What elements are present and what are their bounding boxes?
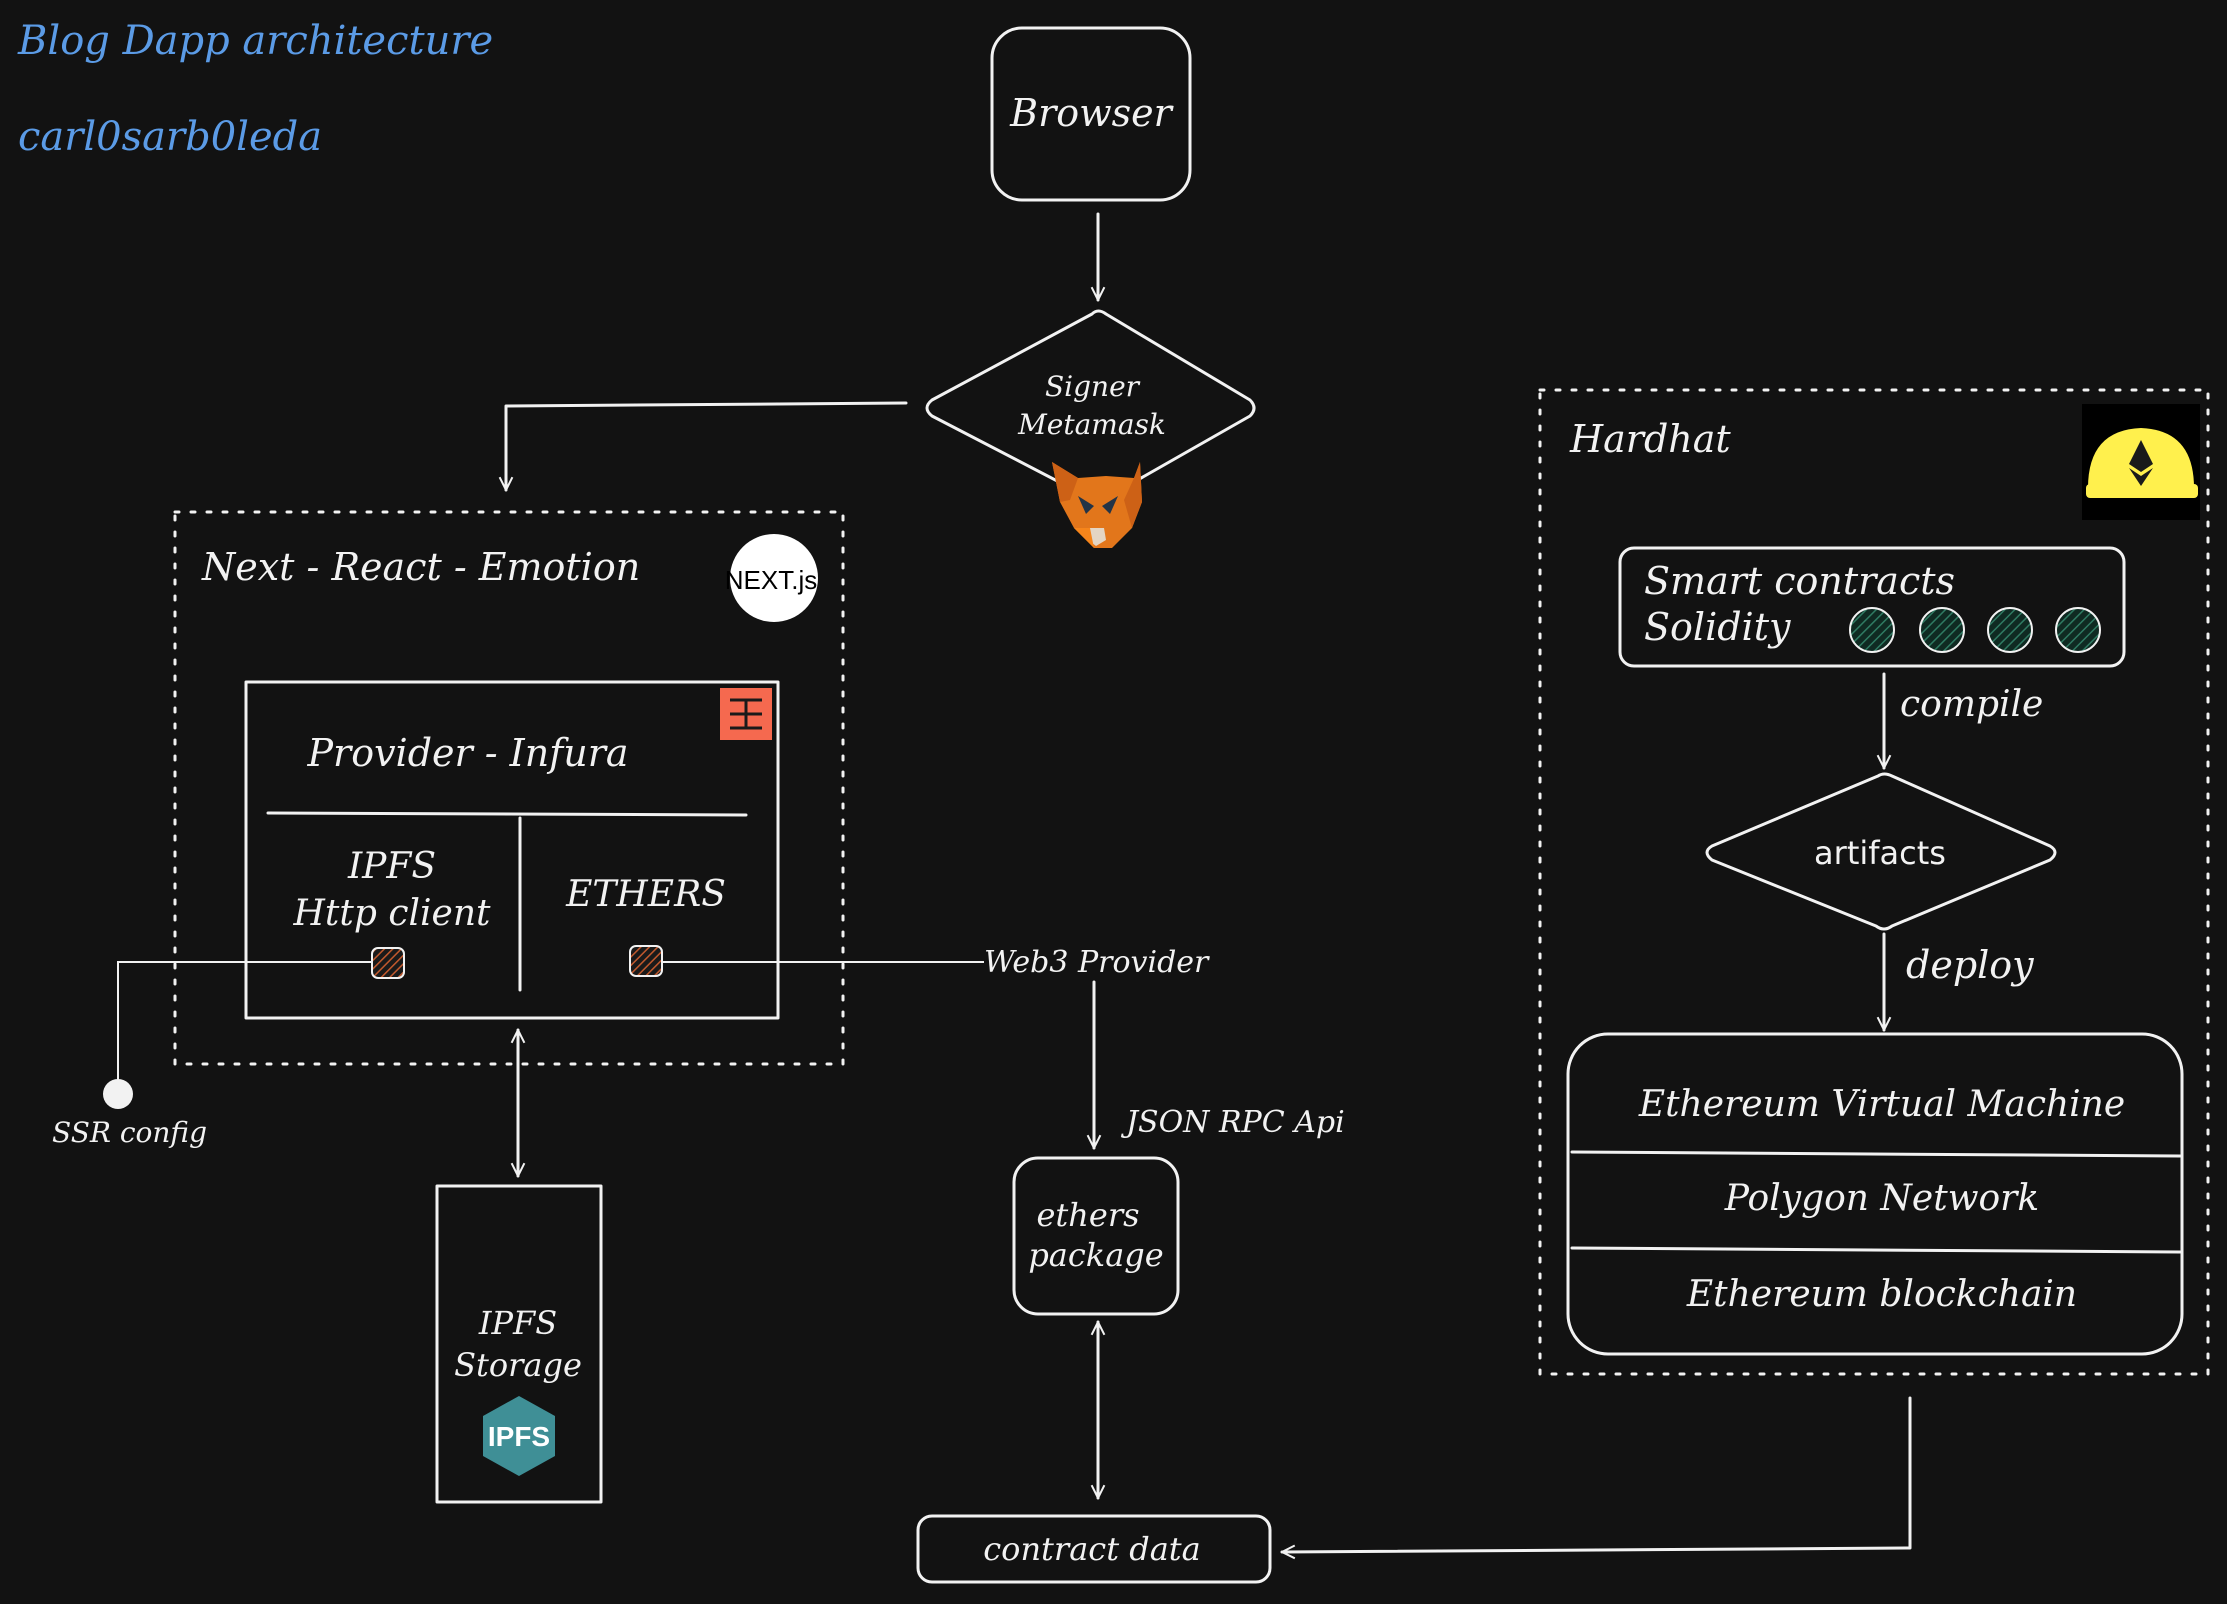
ipfs-client-port [371, 947, 405, 979]
provider-label: Provider - Infura [306, 731, 628, 775]
signer-label: Signer [1045, 370, 1141, 403]
contract-data-label: contract data [983, 1530, 1200, 1568]
hardhat-container: Hardhat [1538, 388, 2210, 1376]
ipfs-storage-label: IPFS [478, 1304, 557, 1342]
author-label: carl0sarb0leda [18, 114, 322, 160]
nextjs-logo-text: NEXT.js [725, 565, 817, 595]
smart-contracts-label: Smart contracts [1644, 559, 1955, 603]
contract-dot-icon [1849, 607, 1895, 653]
infura-logo-icon [720, 688, 772, 740]
compile-label: compile [1900, 684, 2043, 725]
provider-infura-box: Provider - Infura [244, 680, 780, 1020]
ipfs-client-label: IPFS [347, 846, 436, 887]
browser-label: Browser [1009, 91, 1174, 135]
contract-dot-icon [1919, 607, 1965, 653]
nextjs-logo-icon: NEXT.js [725, 534, 818, 622]
ethers-port [629, 945, 663, 977]
browser-node: Browser [990, 26, 1192, 202]
evm-label: Ethereum Virtual Machine [1638, 1084, 2125, 1125]
next-react-emotion-container: Next - React - Emotion [173, 510, 845, 1066]
package-label: package [1028, 1236, 1163, 1274]
ssr-config-label: SSR config [52, 1116, 207, 1149]
ethereum-blockchain-label: Ethereum blockchain [1686, 1274, 2077, 1315]
ipfs-storage-node: IPFS Storage [435, 1184, 603, 1504]
signer-metamask-node: Signer Metamask [925, 309, 1256, 503]
solidity-label: Solidity [1644, 605, 1791, 649]
storage-label: Storage [454, 1346, 582, 1384]
ipfs-logo-text: IPFS [488, 1421, 550, 1452]
blockchain-stack-node: Ethereum Virtual Machine Polygon Network… [1566, 1032, 2184, 1356]
metamask-fox-icon [1052, 462, 1142, 548]
diagram-title: Blog Dapp architecture [17, 18, 493, 64]
contract-data-node: contract data [916, 1514, 1272, 1584]
ipfs-logo-icon: IPFS [483, 1396, 555, 1476]
ssr-config-dot [103, 1079, 133, 1109]
next-container-label: Next - React - Emotion [201, 545, 640, 589]
contract-dot-icon [1987, 607, 2033, 653]
ethers-package-label: ethers [1036, 1196, 1139, 1234]
artifacts-node: artifacts [1705, 772, 2057, 931]
ssr-config-connector [117, 961, 372, 1094]
deploy-label: deploy [1906, 943, 2034, 987]
ethers-package-node: ethers package [1012, 1156, 1180, 1316]
json-rpc-label: JSON RPC Api [1120, 1105, 1345, 1140]
hardhat-helmet-icon [2082, 404, 2200, 520]
contract-dot-icon [2055, 607, 2101, 653]
metamask-label: Metamask [1017, 408, 1166, 441]
polygon-label: Polygon Network [1724, 1178, 2039, 1219]
smart-contracts-node: Smart contracts Solidity [1618, 546, 2126, 668]
web3-provider-label: Web3 Provider [984, 945, 1210, 980]
ethers-label: ETHERS [565, 874, 726, 915]
http-client-label: Http client [293, 893, 491, 934]
hardhat-label: Hardhat [1569, 417, 1731, 461]
artifacts-label: artifacts [1814, 834, 1946, 872]
blockchain-to-contract-data-arrow [1282, 1396, 1912, 1552]
signer-to-next-arrow [506, 401, 908, 490]
